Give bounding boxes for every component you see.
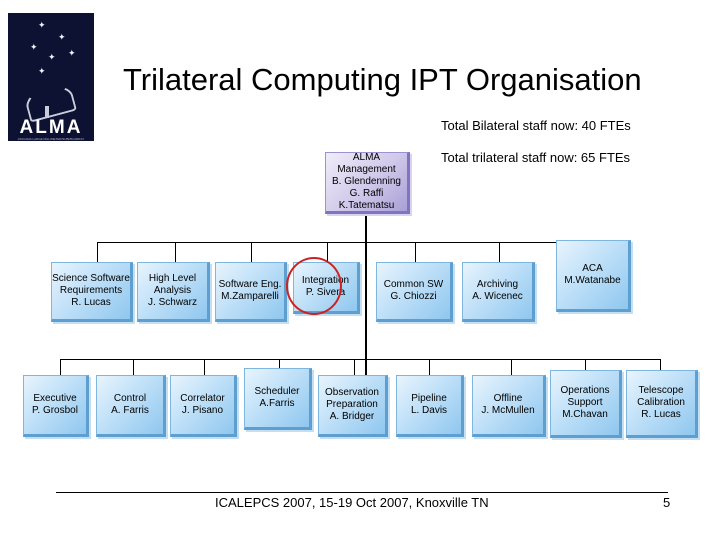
box-line: M.Watanabe [564,275,621,286]
row2-bus-line [60,359,661,360]
row2-drop-line [511,359,512,375]
box-line: Preparation [326,399,378,410]
star-icon: ✦ [38,66,46,76]
row2-drop-line [354,359,355,375]
footer-rule [56,492,668,493]
alma-logo: ✦ ✦ ✦ ✦ ✦ ✦ ALMA ATACAMA LARGE MILLIMETE… [8,13,94,141]
box-line: J. Schwarz [148,297,197,308]
management-line: Management [337,164,396,175]
org-trunk-line [365,212,367,378]
subsystem-box: Operations Support M.Chavan [550,370,622,438]
box-line: R. Lucas [641,409,681,420]
box-line: Control [113,393,147,404]
box-line: Software Eng. [218,279,282,290]
box-line: A.Farris [259,398,295,409]
subsystem-box: Science Software Requirements R. Lucas [51,262,133,322]
trilateral-staff-note: Total trilateral staff now: 65 FTEs [441,150,631,165]
management-box: ALMA Management B. Glendenning G. Raffi … [325,152,410,214]
box-line: Telescope [638,385,684,396]
row2-drop-line [60,359,61,375]
box-line: J. Pisano [181,405,224,416]
row2-drop-line [429,359,430,375]
row2-drop-line [204,359,205,375]
star-icon: ✦ [68,48,76,58]
box-line: ACA [582,263,603,274]
management-line: ALMA [352,152,381,163]
subsystem-box: Pipeline L. Davis [396,375,464,437]
row2-drop-line [585,359,586,375]
box-line: A. Wicenec [472,291,523,302]
subsystem-box: ACA M.Watanabe [556,240,631,312]
management-line: B. Glendenning [332,176,401,187]
star-icon: ✦ [38,20,46,30]
highlight-circle [286,257,342,315]
bilateral-staff-note: Total Bilateral staff now: 40 FTEs [441,118,631,133]
box-line: M.Chavan [562,409,608,420]
box-line: L. Davis [410,405,448,416]
subsystem-box: Software Eng. M.Zamparelli [215,262,287,322]
row1-drop-line [327,242,328,262]
row1-drop-line [251,242,252,262]
box-line: J. McMullen [481,405,535,416]
subsystem-box: Telescope Calibration R. Lucas [626,370,698,438]
subsystem-box: Common SW G. Chiozzi [376,262,453,322]
logo-name: ALMA [19,117,83,138]
management-line: G. Raffi [349,188,384,199]
box-line: Operations [560,385,610,396]
row2-drop-line [133,359,134,375]
antenna-mast [45,106,49,118]
subsystem-box: Offline J. McMullen [472,375,546,437]
row2-drop-line [660,359,661,375]
slide-title: Trilateral Computing IPT Organisation [123,62,642,97]
box-line: Executive [33,393,77,404]
box-line: Offline [493,393,523,404]
box-line: A. Bridger [329,411,375,422]
box-line: A. Farris [111,405,149,416]
footer-text: ICALEPCS 2007, 15-19 Oct 2007, Knoxville… [215,495,489,510]
subsystem-box: Scheduler A.Farris [244,368,312,430]
box-line: Scheduler [254,386,300,397]
box-line: M.Zamparelli [221,291,279,302]
row1-drop-line [415,242,416,262]
subsystem-box: Archiving A. Wicenec [462,262,535,322]
row1-bus-line [97,242,595,243]
box-line: G. Chiozzi [390,291,437,302]
management-line: K.Tatematsu [338,200,395,211]
star-icon: ✦ [58,32,66,42]
box-line: Archiving [476,279,519,290]
subsystem-box: Correlator J. Pisano [170,375,237,437]
subsystem-box: Observation Preparation A. Bridger [318,375,388,437]
subsystem-box: High Level Analysis J. Schwarz [137,262,210,322]
box-line: P. Grosbol [32,405,78,416]
box-line: R. Lucas [71,297,111,308]
star-icon: ✦ [48,52,56,62]
box-line: Science Software [52,273,130,284]
star-icon: ✦ [30,42,38,52]
box-line: Calibration [637,397,685,408]
box-line: Analysis [153,285,192,296]
box-line: Common SW [383,279,444,290]
box-line: Requirements [59,285,123,296]
row1-drop-line [499,242,500,262]
page-number: 5 [663,495,671,510]
box-line: High Level [148,273,197,284]
row1-drop-line [97,242,98,262]
box-line: Support [567,397,603,408]
box-line: Correlator [180,393,225,404]
row2-drop-line [279,359,280,375]
subsystem-box: Executive P. Grosbol [23,375,89,437]
row1-drop-line [175,242,176,262]
subsystem-box: Control A. Farris [96,375,166,437]
box-line: Pipeline [411,393,447,404]
box-line: Observation [325,387,379,398]
logo-subtitle: ATACAMA LARGE MILLIMETER/SUBMM ARRAY [17,137,85,141]
